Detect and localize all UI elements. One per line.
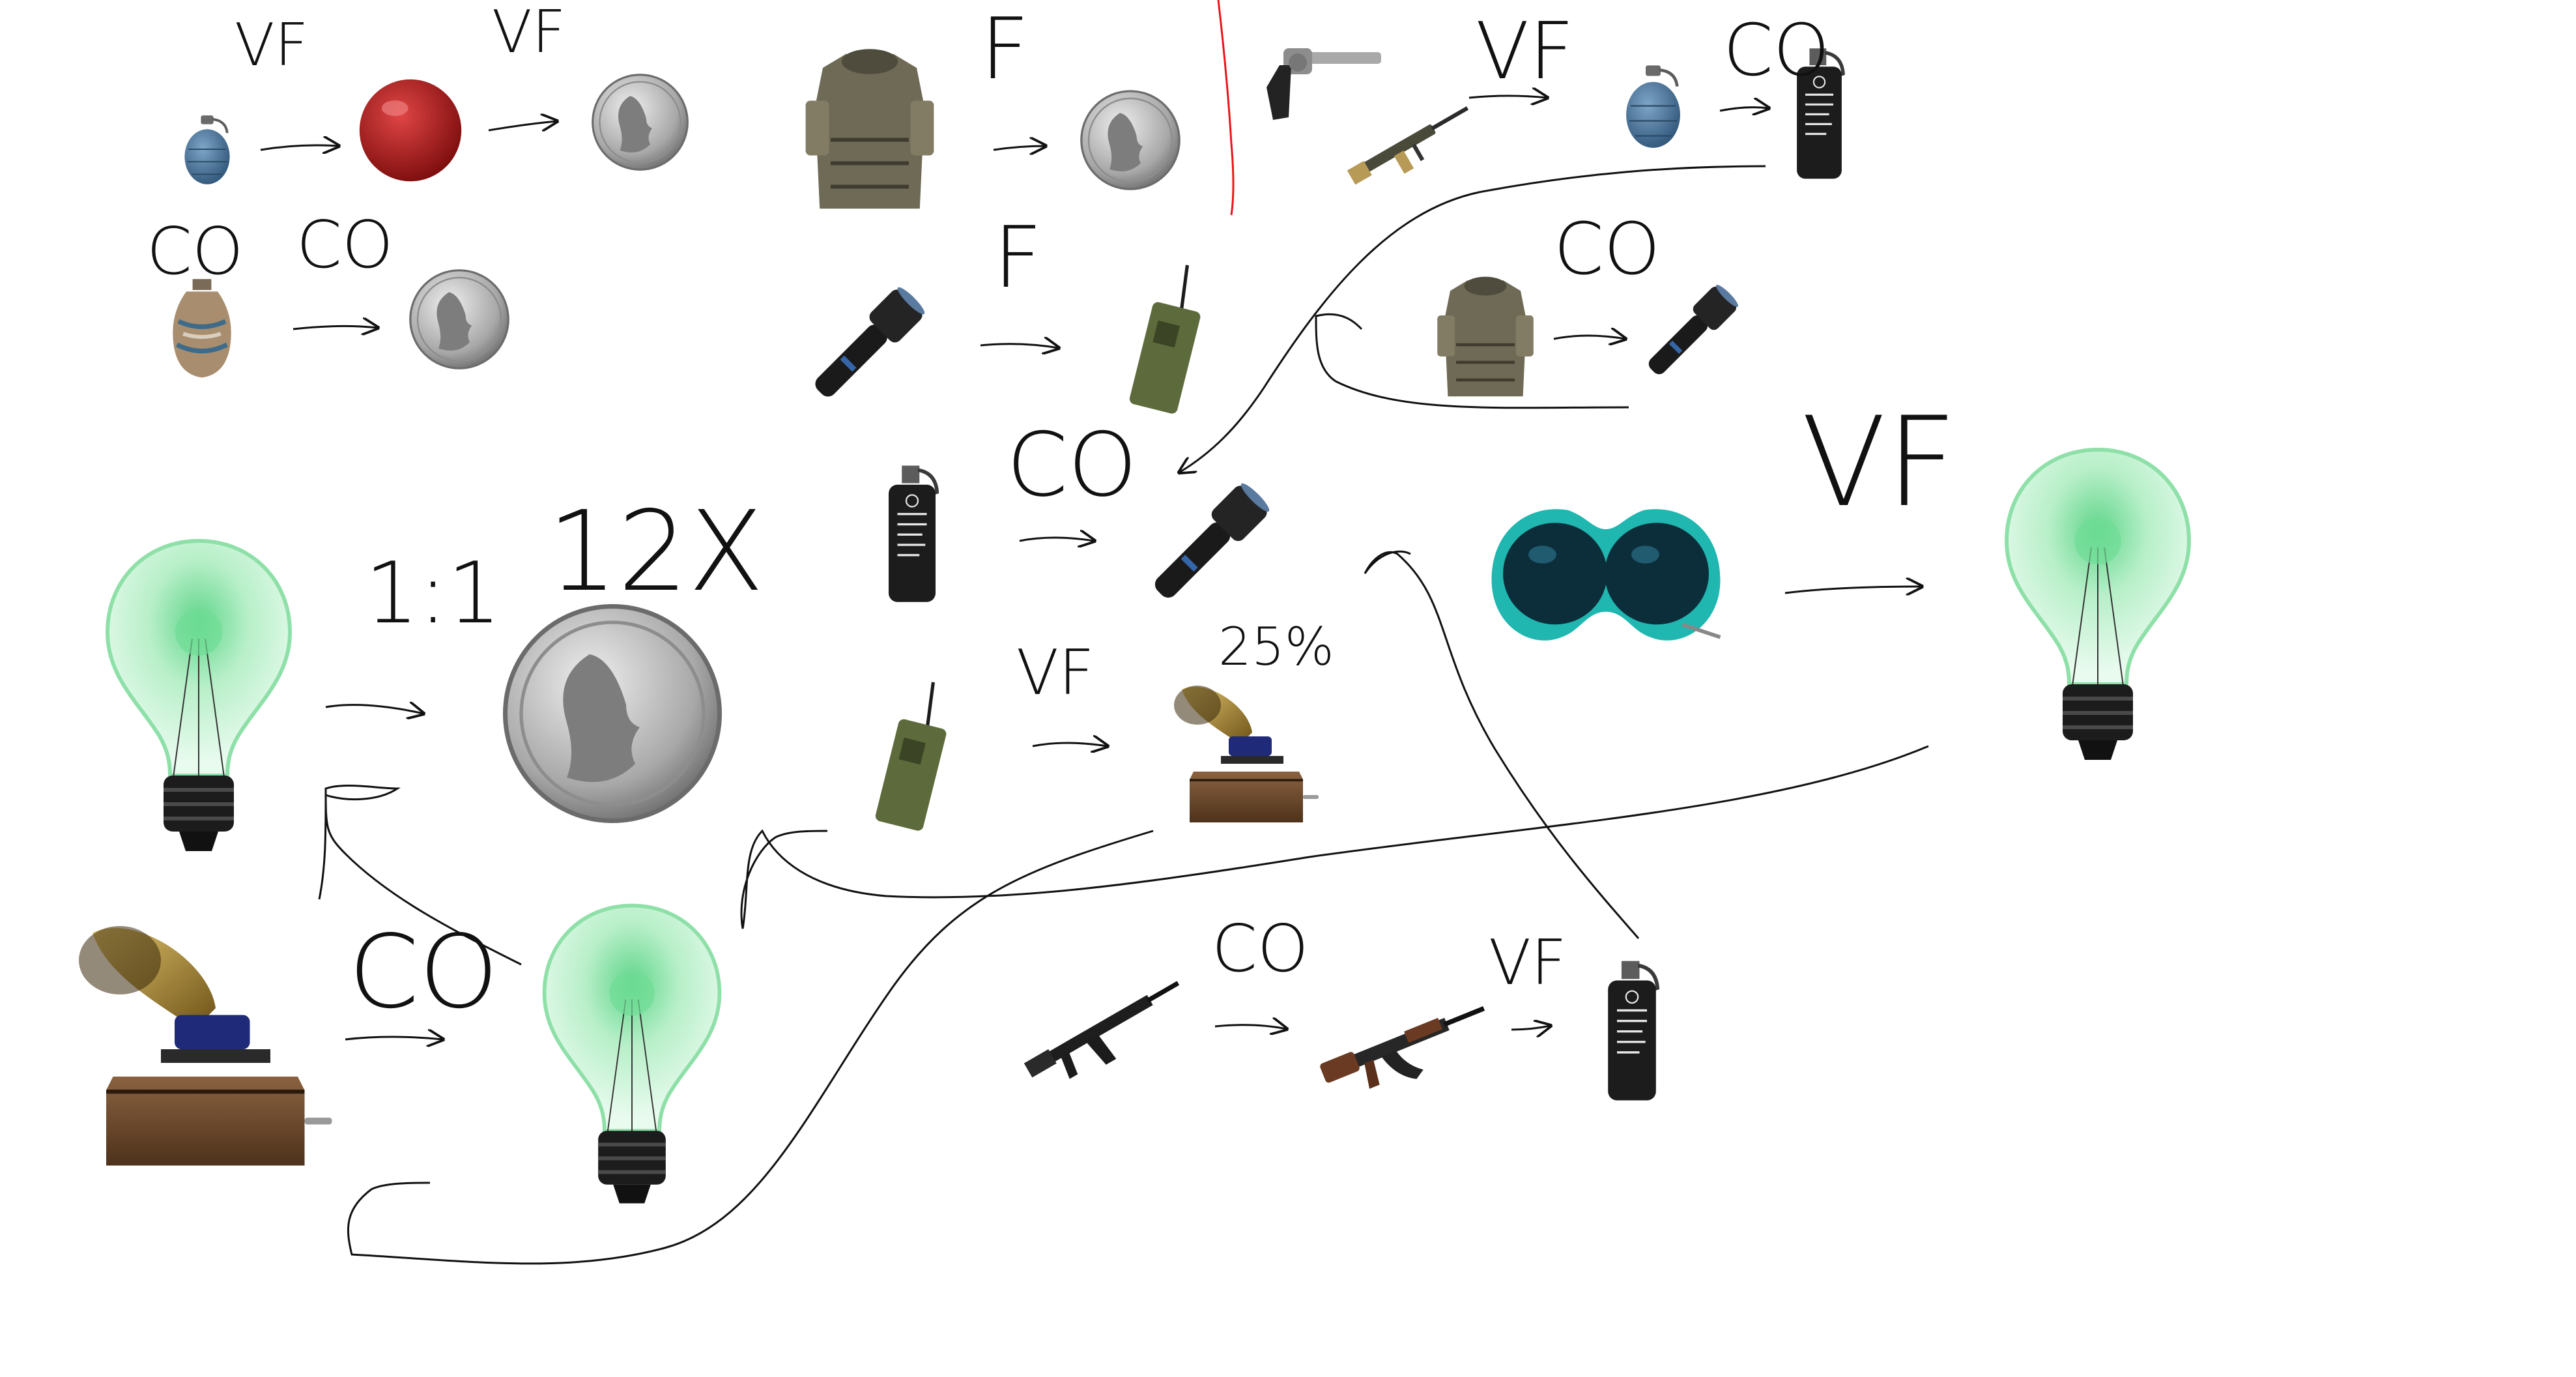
arrow (1553, 336, 1625, 339)
light-bulb-icon (545, 906, 720, 1204)
connector-line (347, 830, 1154, 1265)
arrow (325, 705, 423, 714)
armor-vest-icon (1437, 277, 1534, 397)
revolver-icon (1267, 48, 1381, 120)
label-vf: VF (235, 11, 308, 80)
red-divider-line (1217, 0, 1235, 216)
flashbang-icon (889, 466, 937, 602)
arrow (345, 1037, 443, 1039)
label-co: CO (1007, 414, 1138, 516)
coin-icon (592, 74, 689, 171)
connector-line (318, 785, 522, 966)
arrows-group (260, 96, 1922, 1039)
label-f: F (994, 208, 1042, 307)
ak-rifle-icon (1319, 999, 1498, 1111)
light-bulb-icon (2007, 450, 2189, 760)
phonograph-icon (1173, 684, 1320, 824)
machine-gun-icon (1347, 102, 1479, 196)
flashlight-icon (1145, 479, 1274, 608)
flashbang-icon (1608, 961, 1657, 1101)
labels-group: VF VF CO CO F F VF CO CO CO 1:1 12X VF V… (147, 0, 1957, 1031)
goggles-icon (1492, 509, 1721, 640)
rifle-icon (1023, 976, 1192, 1100)
arrow (1784, 587, 1922, 593)
connector-line (740, 745, 1929, 929)
arrow (1511, 1026, 1551, 1030)
label-co: CO (1212, 910, 1309, 987)
label-co: CO (1723, 8, 1829, 92)
flashlight-icon (1640, 282, 1741, 383)
label-percent: 25% (1218, 616, 1334, 677)
label-co: CO (147, 213, 244, 289)
label-vf: VF (492, 0, 565, 66)
connector-line (1364, 550, 1640, 939)
arrow (1032, 743, 1108, 746)
arrow (1214, 1025, 1287, 1029)
radio-icon (1128, 265, 1201, 415)
grenade-icon (183, 114, 231, 186)
label-vf: VF (1489, 927, 1567, 999)
grenade-icon (1626, 65, 1680, 147)
label-co: CO (349, 913, 498, 1031)
arrow (1468, 96, 1547, 98)
label-f: F (980, 0, 1029, 98)
arrow (1019, 538, 1095, 541)
arrow (488, 121, 557, 130)
label-co: CO (1554, 207, 1660, 291)
phonograph-icon (79, 926, 332, 1166)
connector-line (1179, 165, 1766, 472)
coin-icon (1080, 90, 1181, 190)
arrow (260, 145, 339, 150)
red-ball-icon (359, 79, 462, 182)
label-vf: VF (1801, 390, 1957, 534)
radio-icon (874, 682, 947, 832)
arrow (993, 146, 1046, 150)
connectors-group (318, 165, 1929, 1265)
coin-icon (409, 269, 509, 370)
label-co: CO (296, 207, 394, 283)
arrow (1719, 108, 1769, 111)
light-bulb-icon (107, 541, 290, 851)
label-vf: VF (1476, 7, 1574, 97)
armor-vest-icon (806, 49, 934, 209)
label-vf: VF (1016, 637, 1095, 709)
flashlight-icon (805, 283, 928, 407)
label-ratio: 1:1 (365, 544, 501, 643)
label-times: 12X (547, 487, 764, 616)
arrow (980, 344, 1059, 348)
coin-icon (506, 607, 720, 821)
connector-line (1315, 313, 1629, 409)
vase-icon (173, 279, 231, 377)
arrow (293, 326, 378, 329)
